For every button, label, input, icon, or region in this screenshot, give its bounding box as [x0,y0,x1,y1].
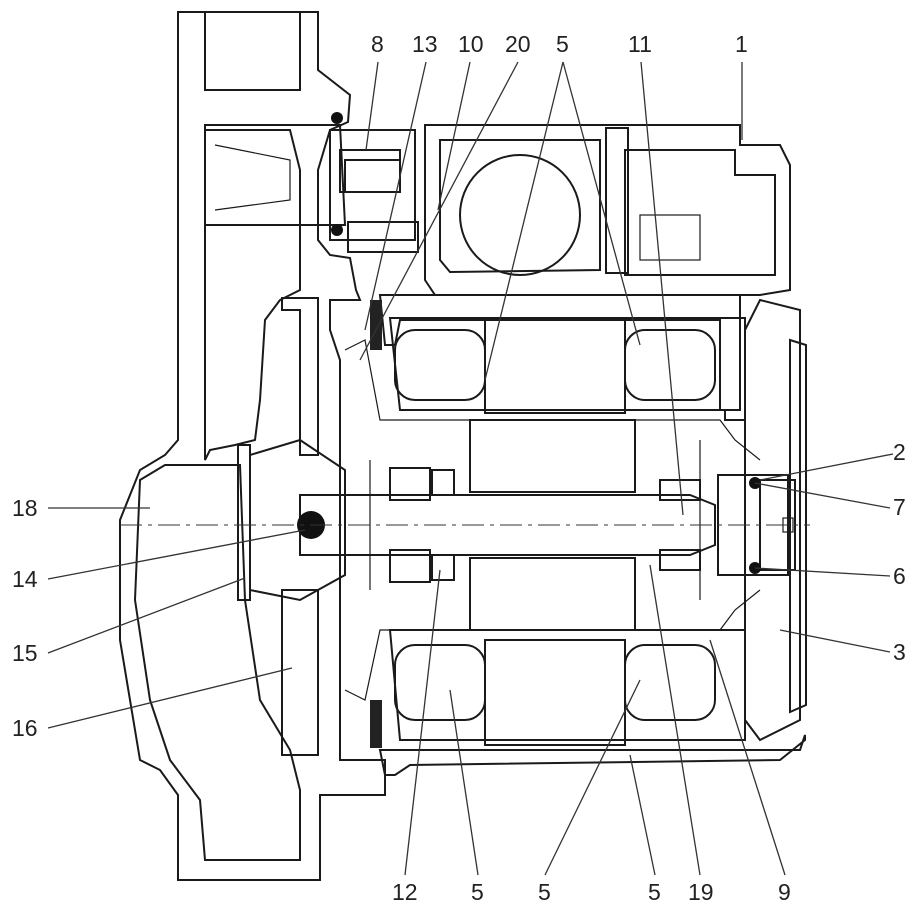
callout-labels: 8 13 10 20 5 11 1 2 7 6 3 18 14 15 16 12… [12,31,906,905]
callout-3: 3 [893,639,906,665]
callout-5: 5 [556,31,569,57]
callout-18: 18 [12,495,38,521]
electrical-connector [204,112,419,253]
callout-19: 19 [688,879,714,905]
callout-10: 10 [458,31,484,57]
callout-5-c: 5 [538,879,551,905]
o-ring-seals [370,300,382,748]
terminal-box [424,124,791,296]
pump-housing [119,11,386,881]
callout-12: 12 [392,879,418,905]
stator-laminations [484,317,626,746]
stator-housing [378,294,806,776]
leader-lines [47,61,894,876]
rotor-laminations [469,419,636,631]
callout-6: 6 [893,563,906,589]
callout-11: 11 [628,31,652,57]
callout-1: 1 [735,31,748,57]
end-cover [717,298,807,742]
callout-5-d: 5 [648,879,661,905]
callout-13: 13 [412,31,438,57]
callout-16: 16 [12,715,38,741]
callout-20: 20 [505,31,531,57]
callout-7: 7 [893,494,906,520]
callout-5-b: 5 [471,879,484,905]
callout-8: 8 [371,31,384,57]
callout-2: 2 [893,439,906,465]
callout-9: 9 [778,879,791,905]
callout-14: 14 [12,566,38,592]
impeller-shroud [237,297,346,756]
callout-15: 15 [12,640,38,666]
